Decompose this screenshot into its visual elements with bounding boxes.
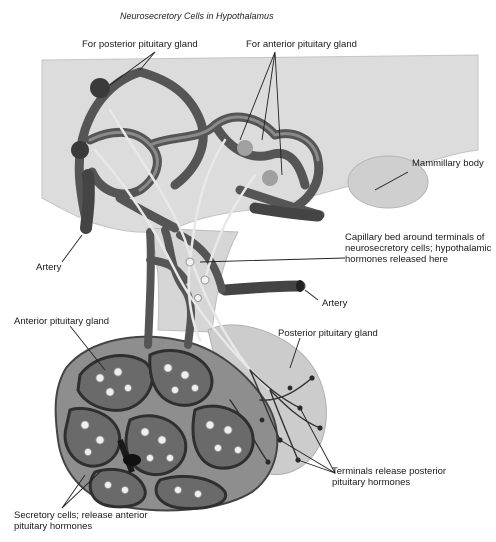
label-secretory-cells: Secretory cells; release anterior pituit…: [14, 510, 174, 532]
label-posterior-gland-cells: For posterior pituitary gland: [82, 39, 198, 50]
label-capillary-bed: Capillary bed around terminals of neuros…: [345, 232, 493, 265]
label-artery-right: Artery: [322, 298, 347, 309]
vessel-node: [262, 170, 278, 186]
artery-left: [86, 175, 89, 228]
vessel-node: [237, 140, 253, 156]
vessel-opening: [123, 454, 141, 466]
diagram-title: Neurosecretory Cells in Hypothalamus: [120, 11, 274, 22]
label-mammillary-body: Mammillary body: [412, 158, 484, 169]
vessel-node: [71, 141, 89, 159]
artery-right: [225, 286, 300, 290]
label-terminals-release: Terminals release posterior pituitary ho…: [332, 466, 462, 488]
label-anterior-pituitary: Anterior pituitary gland: [14, 316, 109, 327]
label-anterior-gland-cells: For anterior pituitary gland: [246, 39, 357, 50]
artery-right-end: [296, 280, 304, 292]
vessel-node: [90, 78, 110, 98]
label-artery-left: Artery: [36, 262, 61, 273]
label-posterior-pituitary: Posterior pituitary gland: [278, 328, 378, 339]
